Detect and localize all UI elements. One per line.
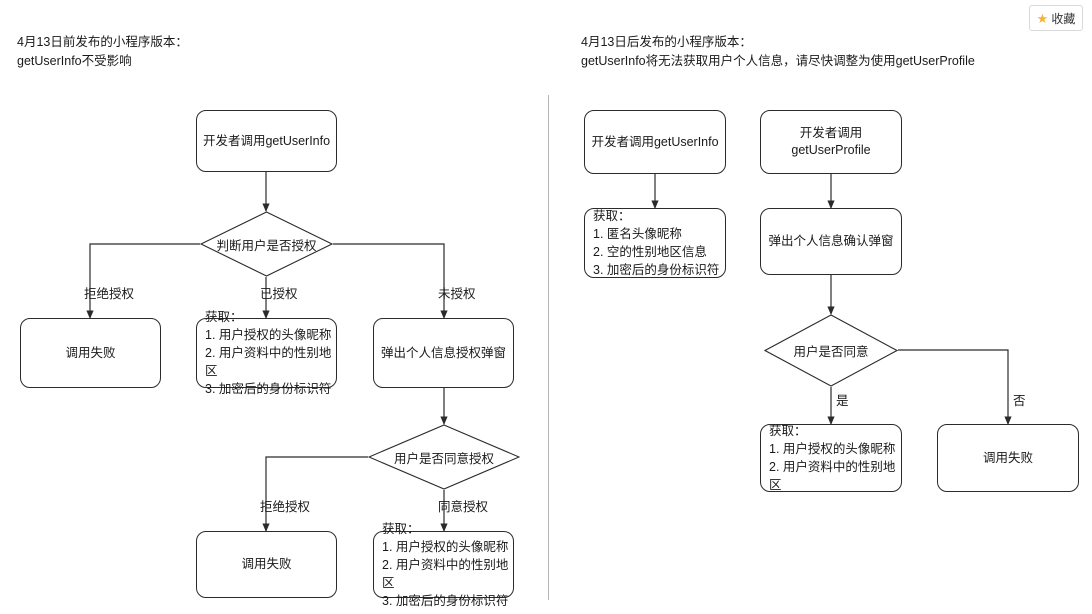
star-icon: ★ bbox=[1036, 10, 1049, 26]
node-left-fail-refuse2[interactable]: 调用失败 bbox=[196, 531, 337, 598]
node-left-decision-agree-label: 用户是否同意授权 bbox=[393, 451, 494, 466]
node-right-start-getuserprofile[interactable]: 开发者调用 getUserProfile bbox=[760, 110, 902, 174]
node-right-confirm-popup[interactable]: 弹出个人信息确认弹窗 bbox=[760, 208, 902, 275]
favorite-button-label: 收藏 bbox=[1051, 11, 1076, 26]
favorite-button[interactable]: ★ 收藏 bbox=[1029, 5, 1083, 31]
node-left-decision-auth[interactable]: 判断用户是否授权 bbox=[200, 211, 333, 277]
node-left-granted-list[interactable]: 获取： 1. 用户授权的头像昵称 2. 用户资料中的性别地区 3. 加密后的身份… bbox=[196, 310, 337, 396]
edge-label-not-granted: 未授权 bbox=[438, 287, 476, 301]
node-left-popup[interactable]: 弹出个人信息授权弹窗 bbox=[373, 318, 514, 388]
edge-label-yes: 是 bbox=[836, 394, 849, 408]
node-right-start-getuserinfo[interactable]: 开发者调用getUserInfo bbox=[584, 110, 726, 174]
edge-label-refuse: 拒绝授权 bbox=[84, 287, 135, 301]
node-left-decision-auth-label: 判断用户是否授权 bbox=[216, 238, 317, 253]
section-divider bbox=[548, 95, 549, 600]
node-left-decision-agree[interactable]: 用户是否同意授权 bbox=[368, 424, 520, 490]
edge-label-granted: 已授权 bbox=[260, 287, 298, 301]
node-right-decision-agree[interactable]: 用户是否同意 bbox=[764, 314, 898, 387]
node-right-yes-list[interactable]: 获取： 1. 用户授权的头像昵称 2. 用户资料中的性别地区 bbox=[760, 424, 902, 492]
node-left-agree-list[interactable]: 获取： 1. 用户授权的头像昵称 2. 用户资料中的性别地区 3. 加密后的身份… bbox=[373, 522, 514, 608]
right-section-header: 4月13日后发布的小程序版本： getUserInfo将无法获取用户个人信息，请… bbox=[581, 35, 975, 68]
node-right-decision-agree-label: 用户是否同意 bbox=[793, 345, 869, 359]
node-right-anon-list[interactable]: 获取： 1. 匿名头像昵称 2. 空的性别地区信息 3. 加密后的身份标识符 bbox=[584, 208, 726, 278]
node-right-fail[interactable]: 调用失败 bbox=[937, 424, 1079, 492]
node-left-fail-refuse[interactable]: 调用失败 bbox=[20, 318, 161, 388]
edge-label-no: 否 bbox=[1013, 394, 1026, 408]
edge-label-refuse2: 拒绝授权 bbox=[260, 500, 311, 514]
left-section-header: 4月13日前发布的小程序版本： getUserInfo不受影响 bbox=[17, 35, 188, 68]
edge-label-agree: 同意授权 bbox=[438, 500, 489, 514]
node-left-start[interactable]: 开发者调用getUserInfo bbox=[196, 110, 337, 172]
